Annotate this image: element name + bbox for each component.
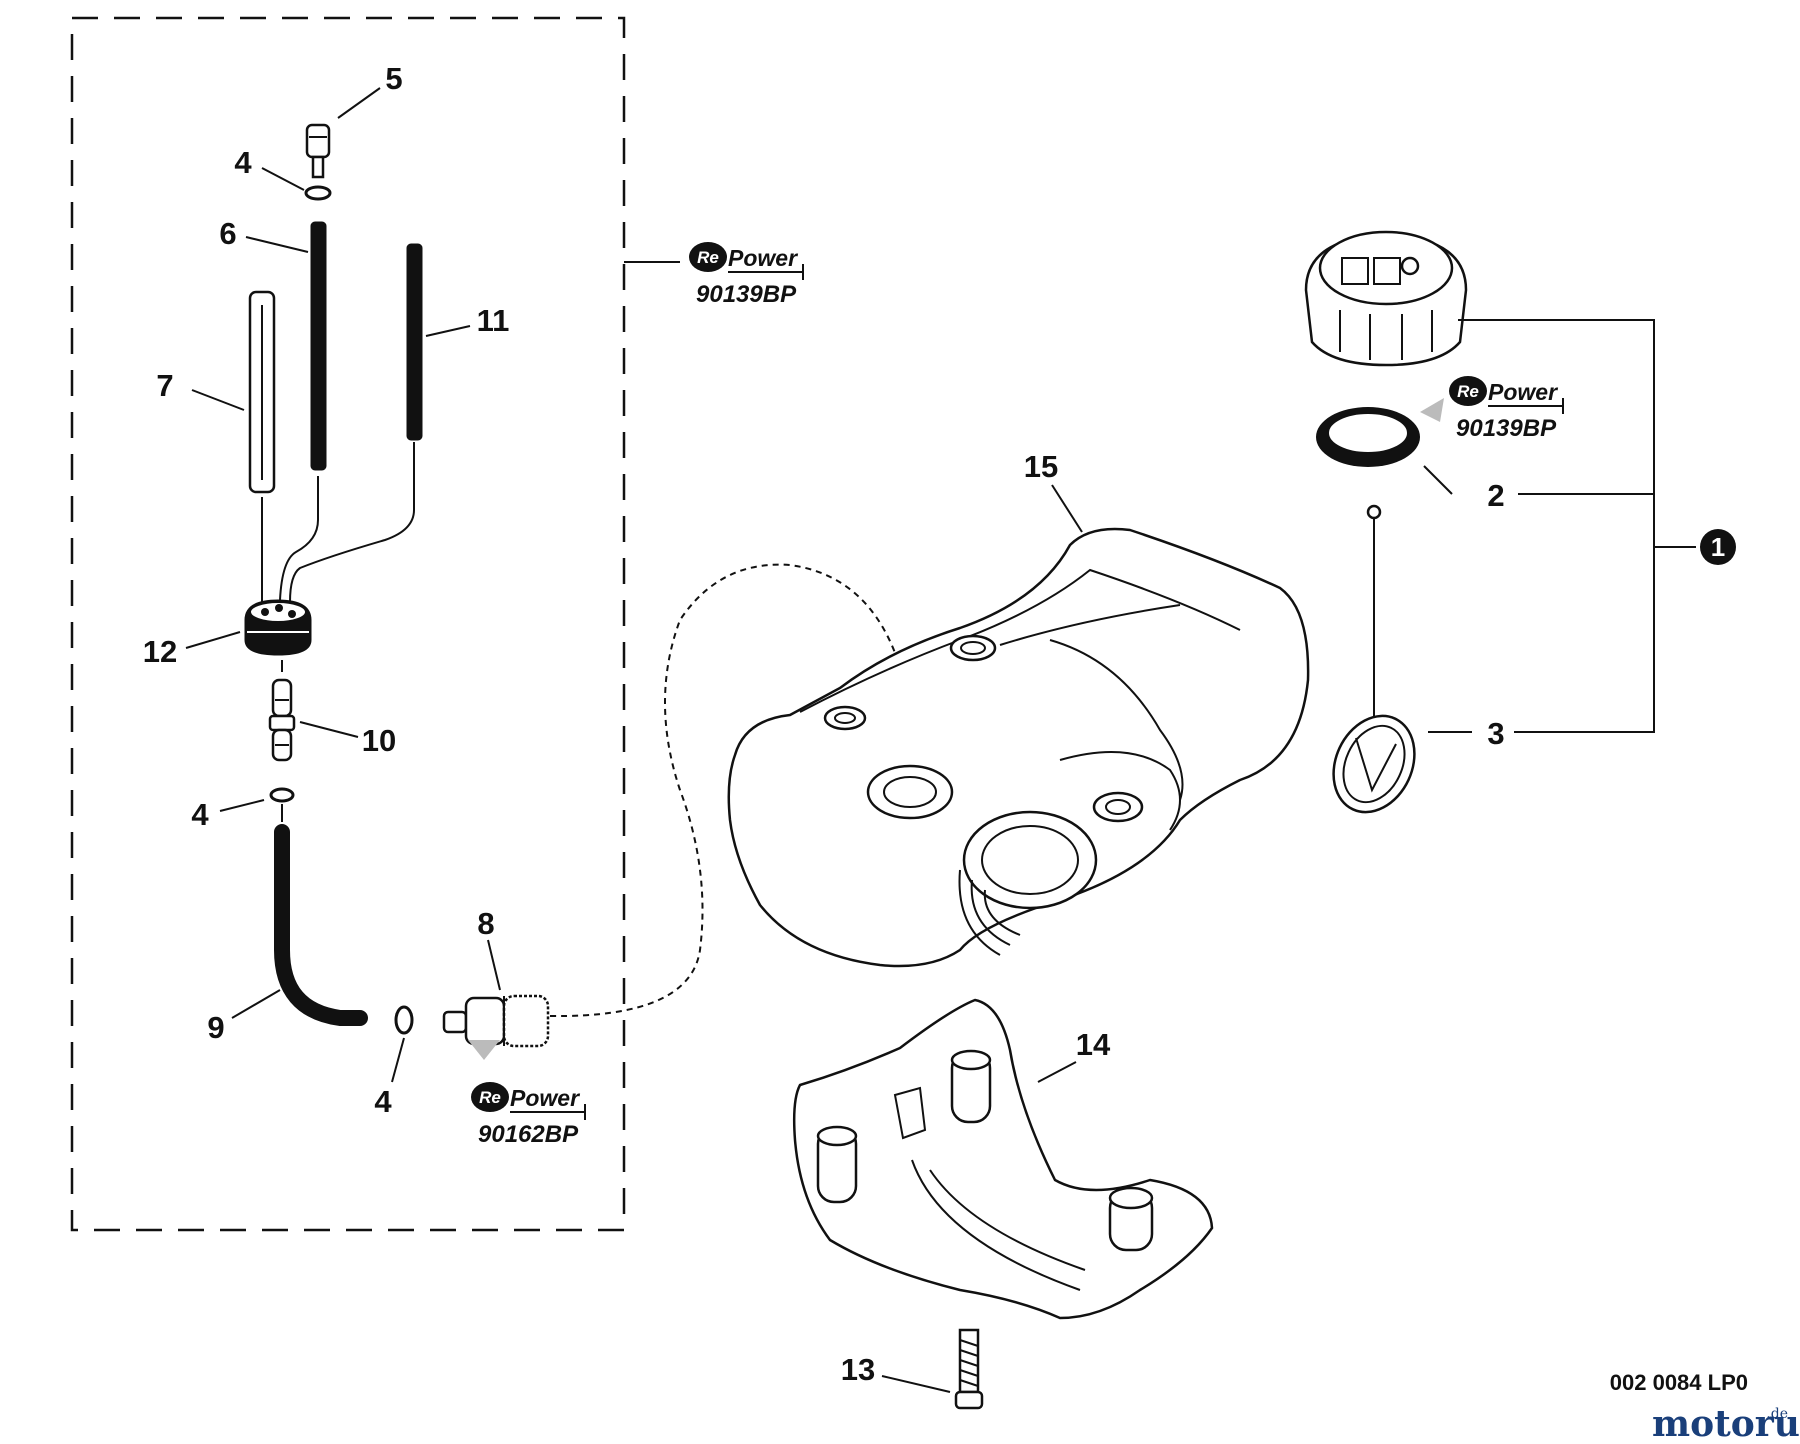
part-14-tank-bracket bbox=[792, 998, 1214, 1320]
part-label-13: 13 bbox=[841, 1352, 875, 1387]
part-label-3: 3 bbox=[1487, 716, 1504, 751]
part-4-oring-top bbox=[304, 185, 332, 201]
leader-7 bbox=[191, 389, 245, 411]
part-7-clear-tube bbox=[248, 290, 276, 494]
part-label-12: 12 bbox=[143, 634, 177, 669]
assembly-1-bracket bbox=[1458, 319, 1696, 733]
part-13-screw bbox=[954, 1328, 984, 1410]
part-2-seal-ring bbox=[1316, 407, 1420, 467]
part-label-5: 5 bbox=[385, 61, 402, 96]
svg-text:Re: Re bbox=[1457, 382, 1479, 401]
leader-8 bbox=[487, 939, 501, 991]
tube-to-grommet-lines bbox=[261, 442, 415, 603]
leader-9 bbox=[231, 989, 281, 1019]
svg-text:Power: Power bbox=[510, 1085, 580, 1111]
part-label-6: 6 bbox=[219, 216, 236, 251]
leader-10 bbox=[299, 721, 359, 738]
leader-14 bbox=[1037, 1061, 1077, 1083]
watermark-logo: motoruf .de bbox=[1652, 1403, 1800, 1444]
part-8-fuel-filter bbox=[442, 994, 550, 1048]
leader-13 bbox=[881, 1375, 951, 1393]
leader-4c bbox=[391, 1037, 405, 1083]
repower-kit-badge-1: Re Power 90139BP bbox=[689, 242, 804, 308]
part-12-grommet bbox=[244, 599, 312, 656]
svg-text:Power: Power bbox=[728, 245, 798, 271]
part-label-1: 1 bbox=[1711, 532, 1725, 562]
kit-arrow-2 bbox=[1420, 398, 1444, 422]
repower-kit-badge-2: Re Power 90139BP bbox=[1449, 376, 1564, 442]
svg-text:90162BP: 90162BP bbox=[478, 1121, 579, 1148]
leader-4b bbox=[219, 799, 265, 812]
part-label-14: 14 bbox=[1076, 1027, 1111, 1062]
part-3-retainer bbox=[1332, 504, 1416, 814]
part-label-8: 8 bbox=[477, 906, 494, 941]
leader-6 bbox=[245, 236, 309, 253]
part-label-9: 9 bbox=[207, 1010, 224, 1045]
svg-text:90139BP: 90139BP bbox=[696, 281, 797, 308]
svg-text:Re: Re bbox=[479, 1088, 501, 1107]
part-label-4b: 4 bbox=[191, 797, 209, 832]
svg-text:90139BP: 90139BP bbox=[1456, 415, 1557, 442]
part-9-bent-hose bbox=[274, 824, 368, 1026]
leader-11 bbox=[425, 325, 471, 337]
leader-12 bbox=[185, 631, 241, 649]
part-label-7: 7 bbox=[156, 368, 173, 403]
part-10-fuel-fitting bbox=[268, 678, 296, 762]
filter-to-tank-dashed-line bbox=[549, 563, 915, 1018]
part-5-fitting bbox=[305, 123, 331, 179]
kit-boundary-box bbox=[70, 16, 626, 1232]
kit-arrow-8 bbox=[468, 1040, 500, 1060]
part-label-10: 10 bbox=[362, 723, 396, 758]
part-label-11: 11 bbox=[477, 303, 510, 338]
repower-kit-badge-3: Re Power 90162BP bbox=[471, 1082, 586, 1148]
leader-4a bbox=[261, 167, 305, 191]
part-4-oring-middle bbox=[269, 787, 295, 803]
svg-text:Power: Power bbox=[1488, 379, 1558, 405]
part-4-oring-bottom bbox=[394, 1005, 414, 1035]
fuel-cap bbox=[1304, 230, 1468, 367]
part-label-2: 2 bbox=[1487, 478, 1504, 513]
part-label-15: 15 bbox=[1024, 449, 1058, 484]
svg-text:Re: Re bbox=[697, 248, 719, 267]
svg-text:motoruf: motoruf bbox=[1652, 1403, 1800, 1444]
part-label-4c: 4 bbox=[374, 1084, 392, 1119]
document-number: 002 0084 LP0 bbox=[1610, 1370, 1748, 1395]
part-11-hose bbox=[406, 243, 423, 441]
svg-text:.de: .de bbox=[1766, 1406, 1788, 1422]
part-6-hose bbox=[310, 221, 327, 471]
leader-15 bbox=[1051, 484, 1083, 533]
callout-1-circle bbox=[1700, 529, 1736, 565]
part-label-4a: 4 bbox=[234, 145, 252, 180]
leader-5 bbox=[337, 87, 381, 119]
part-15-fuel-tank bbox=[727, 527, 1310, 968]
leader-2 bbox=[1423, 465, 1453, 495]
